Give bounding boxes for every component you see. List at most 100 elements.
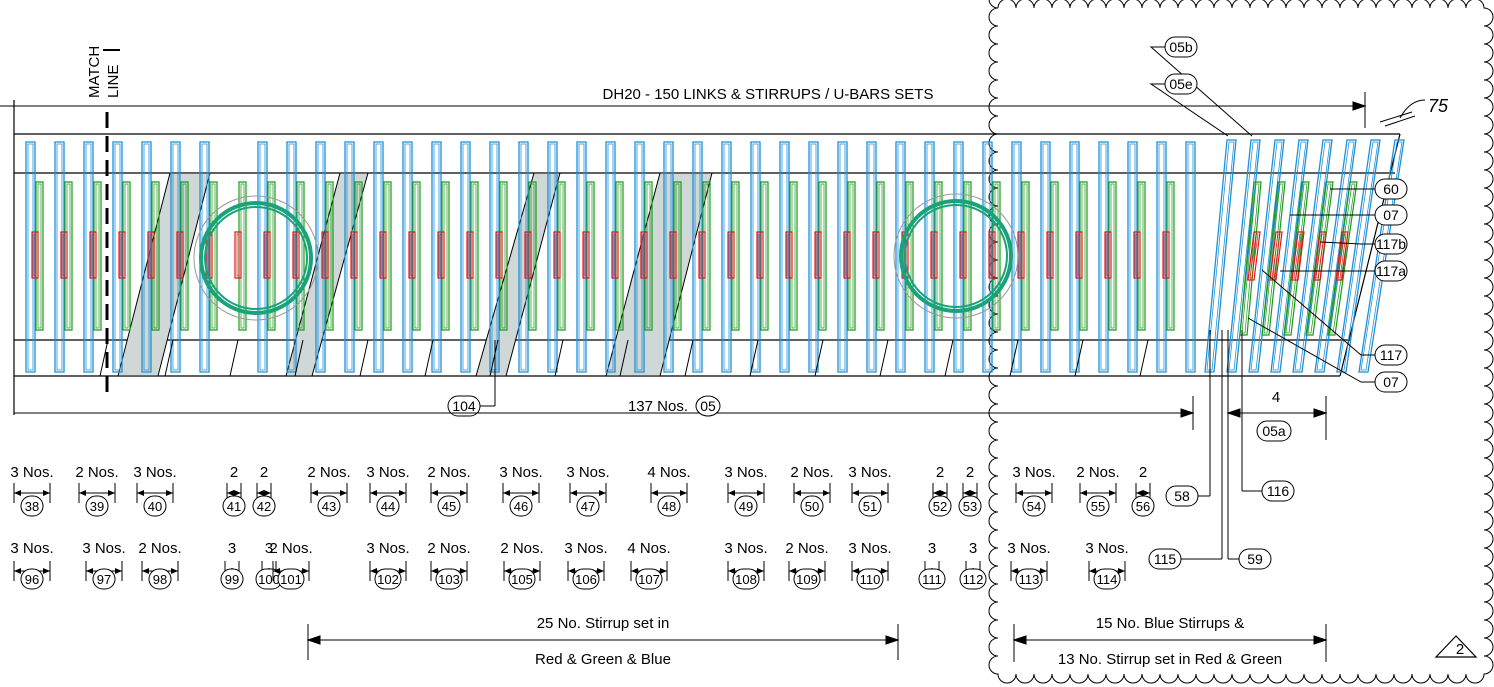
callout-bubble	[447, 395, 481, 417]
schedule-tag: 52	[933, 499, 947, 514]
bar-tick	[359, 339, 369, 377]
stirrup-bar	[607, 143, 614, 371]
schedule-count: 2	[936, 464, 944, 481]
stirrup-bar	[176, 231, 184, 279]
stirrup-bar	[905, 181, 914, 331]
stirrup-bar	[1293, 233, 1303, 279]
schedule-count: 3 Nos.	[366, 464, 409, 481]
stirrup-bar	[924, 141, 935, 373]
schedule-item: 2 Nos.101	[269, 540, 313, 590]
stirrup-bar	[1263, 183, 1284, 334]
schedule-item: 3 Nos.54	[1012, 464, 1056, 517]
callout-c117: 117	[1380, 347, 1403, 363]
stirrup-bar	[1338, 141, 1379, 371]
schedule-arrow	[570, 490, 577, 496]
schedule-tag: 38	[25, 499, 39, 514]
stirrup-bar	[141, 141, 152, 373]
schedule-arrow	[1080, 490, 1087, 496]
schedule-tag-bubble	[148, 568, 172, 590]
schedule-arrow	[504, 568, 511, 574]
stirrup-bar	[93, 181, 102, 331]
stirrup-bar	[1156, 141, 1167, 373]
stirrup-bar	[460, 141, 471, 373]
schedule-arrow	[86, 568, 93, 574]
stirrup-bar	[578, 143, 585, 371]
stirrup-bar	[953, 141, 964, 373]
schedule-arrow	[568, 568, 575, 574]
stirrup-bar	[586, 181, 595, 331]
stirrup-bar	[62, 233, 66, 277]
stirrup-bar	[959, 231, 967, 279]
callout-leader	[1247, 317, 1375, 383]
stirrup-bar	[605, 141, 616, 373]
callout-05a: 05a	[1262, 423, 1286, 439]
schedule-tag: 39	[90, 499, 104, 514]
stirrup-bar	[265, 233, 269, 277]
stirrup-bar	[1133, 231, 1141, 279]
schedule-arrow	[1040, 568, 1047, 574]
stirrup-bar	[1162, 231, 1170, 279]
stirrup-bar	[1206, 141, 1235, 371]
schedule-arrow	[431, 490, 438, 496]
stirrup-bar	[91, 233, 95, 277]
schedule-tag: 44	[381, 499, 395, 514]
stirrup-note-1-line-1: 25 No. Stirrup set in	[537, 615, 670, 632]
stirrup-bar	[876, 181, 885, 331]
stirrup-bar	[383, 181, 392, 331]
stirrup-note-1-line-2: Red & Green & Blue	[535, 651, 671, 668]
schedule-count: 3 Nos.	[10, 464, 53, 481]
bar-tick	[749, 339, 759, 377]
schedule-item: 3 Nos.46	[499, 464, 543, 517]
schedule-tag-bubble	[572, 568, 600, 590]
schedule-arrow	[1118, 568, 1125, 574]
schedule-count: 4 Nos.	[627, 540, 670, 557]
schedule-arrow	[532, 490, 539, 496]
stirrup-bar	[89, 231, 97, 279]
schedule-arrow	[171, 568, 178, 574]
stirrup-bar	[1071, 143, 1078, 371]
schedule-arrow	[728, 568, 735, 574]
schedule-arrow	[597, 568, 604, 574]
schedule-count: 3 Nos.	[848, 540, 891, 557]
schedule-tag: 54	[1027, 499, 1041, 514]
bar-tick	[489, 339, 499, 377]
stirrup-bar	[549, 143, 556, 371]
stirrup-bar	[984, 143, 991, 371]
schedule-item: 253	[958, 464, 982, 517]
schedule-item: 2 Nos.98	[138, 540, 182, 590]
dim-4-label: 4	[1272, 389, 1280, 406]
stirrup-bar	[143, 143, 150, 371]
stirrup-bar	[321, 231, 329, 279]
callout-bubble	[1374, 260, 1408, 282]
schedule-tag: 96	[25, 572, 39, 587]
schedule-arrow	[881, 490, 888, 496]
stirrup-bar	[520, 143, 527, 371]
stirrup-bar	[404, 143, 411, 371]
stirrup-bar	[665, 143, 672, 371]
schedule-arrow	[660, 568, 667, 574]
schedule-tag-bubble	[317, 495, 341, 517]
stirrup-bar	[114, 143, 121, 371]
schedule-tag-bubble	[20, 495, 44, 517]
stirrup-bar	[431, 141, 442, 373]
schedule-count: 3 Nos.	[366, 540, 409, 557]
callout-leader	[1319, 241, 1375, 245]
stirrup-bar	[1291, 231, 1305, 281]
stirrup-bar	[1271, 233, 1281, 279]
schedule-arrow	[370, 490, 377, 496]
stirrup-bar	[466, 231, 474, 279]
revision-number: 2	[1456, 641, 1464, 658]
schedule-tag: 113	[1019, 572, 1040, 587]
schedule-tag: 48	[662, 499, 676, 514]
stirrup-bar	[381, 233, 385, 277]
stirrup-bar	[33, 233, 37, 277]
schedule-count: 3 Nos.	[724, 464, 767, 481]
callout-bubble	[1256, 420, 1292, 442]
beam-outline	[13, 100, 1401, 415]
stirrup-bar	[961, 233, 965, 277]
stirrup-bar	[1228, 141, 1259, 371]
schedule-tag: 55	[1091, 499, 1105, 514]
stirrup-bar	[147, 231, 155, 279]
stirrup-bar	[1307, 183, 1332, 334]
